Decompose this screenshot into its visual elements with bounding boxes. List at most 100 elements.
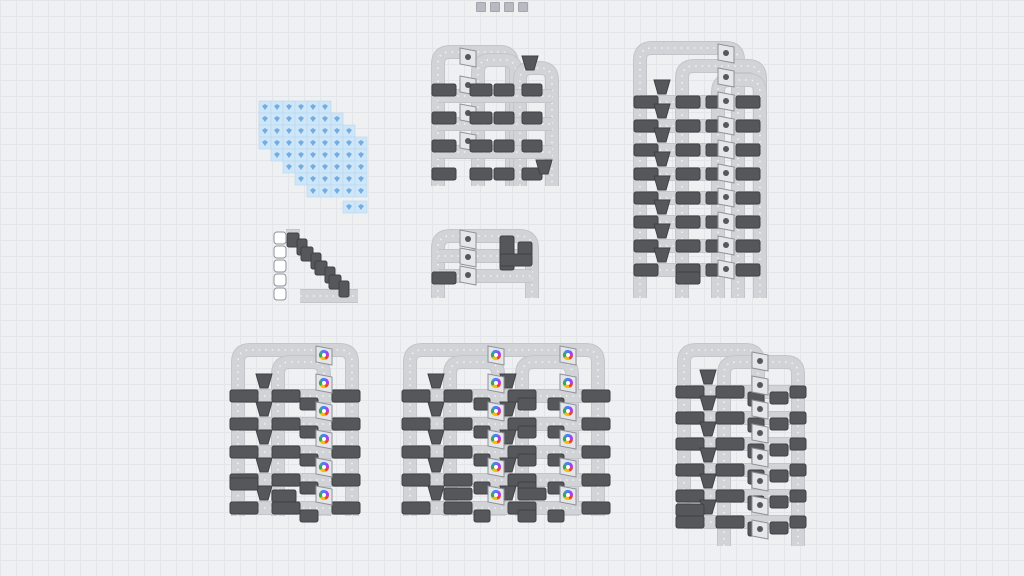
extractor-machine xyxy=(427,457,445,473)
gear-icon xyxy=(465,236,471,242)
machine-block xyxy=(675,119,701,133)
machine-block xyxy=(633,215,659,229)
machine-block xyxy=(769,469,789,483)
machine-block xyxy=(271,389,301,403)
color-wheel-center xyxy=(322,465,326,469)
machine-block xyxy=(469,111,493,125)
diamond-icon xyxy=(334,128,340,134)
splitter-node xyxy=(273,287,287,301)
machine-block xyxy=(331,389,361,403)
diamond-icon xyxy=(346,128,352,134)
extractor-machine xyxy=(427,429,445,445)
color-wheel-icon xyxy=(563,464,568,470)
color-wheel-icon xyxy=(491,464,496,470)
color-wheel-center xyxy=(494,465,498,469)
color-wheel-icon xyxy=(491,436,496,442)
machine-block xyxy=(789,437,807,451)
extractor-machine xyxy=(699,395,717,411)
machine-block xyxy=(789,489,807,503)
machine-block xyxy=(431,167,457,181)
diamond-icon xyxy=(310,116,316,122)
staircase-build[interactable] xyxy=(273,229,358,303)
color-wheel-center xyxy=(566,493,570,497)
diamond-icon xyxy=(298,164,304,170)
machine-block xyxy=(469,139,493,153)
machine-block xyxy=(401,473,431,487)
gear-icon xyxy=(757,358,763,364)
machine-block xyxy=(331,445,361,459)
machine-block xyxy=(581,445,611,459)
conveyor-belt-track xyxy=(717,79,761,298)
factory-module-bottom-right[interactable] xyxy=(675,343,807,546)
machine-block xyxy=(443,473,473,487)
diamond-icon xyxy=(298,116,304,122)
color-wheel-icon xyxy=(491,352,496,358)
factory-module-top-center[interactable] xyxy=(431,45,559,186)
machine-block xyxy=(443,389,473,403)
painter-module-left[interactable] xyxy=(229,343,361,523)
conveyor-belt-track xyxy=(723,361,799,546)
gear-icon xyxy=(723,122,729,128)
machine-block xyxy=(517,425,537,439)
gear-icon xyxy=(723,74,729,80)
extractor-machine xyxy=(255,401,273,417)
machine-block xyxy=(271,417,301,431)
color-wheel-icon xyxy=(563,380,568,386)
machine-block xyxy=(675,489,705,503)
color-wheel-icon xyxy=(319,352,324,358)
diamond-icon xyxy=(310,140,316,146)
gear-icon xyxy=(757,382,763,388)
machine-block xyxy=(789,515,807,529)
diamond-icon xyxy=(286,140,292,146)
tool-select-button[interactable] xyxy=(476,2,486,12)
machine-block xyxy=(271,501,301,515)
diamond-icon xyxy=(346,176,352,182)
tool-build-button[interactable] xyxy=(504,2,514,12)
diamond-icon xyxy=(322,152,328,158)
diamond-icon xyxy=(346,188,352,194)
diamond-icon xyxy=(322,116,328,122)
color-wheel-center xyxy=(494,437,498,441)
diamond-icon xyxy=(322,176,328,182)
painter-module-center[interactable] xyxy=(401,343,611,523)
diamond-icon xyxy=(334,116,340,122)
conveyor-belt xyxy=(444,356,504,516)
factory-module-top-right[interactable] xyxy=(633,41,767,298)
machine-block xyxy=(675,143,701,157)
machine-block xyxy=(443,501,473,515)
machine-block xyxy=(735,215,761,229)
color-wheel-icon xyxy=(319,436,324,442)
machine-block xyxy=(675,515,705,529)
machine-block xyxy=(735,239,761,253)
machine-block xyxy=(675,271,701,285)
machine-block xyxy=(769,391,789,405)
tool-delete-button[interactable] xyxy=(518,2,528,12)
diamond-icon xyxy=(298,104,304,110)
machine-block xyxy=(299,509,319,523)
machine-block xyxy=(675,215,701,229)
factory-module-middle[interactable] xyxy=(431,229,539,298)
machine-block xyxy=(299,481,319,495)
color-wheel-icon xyxy=(319,464,324,470)
machine-block xyxy=(581,389,611,403)
diamond-icon xyxy=(274,104,280,110)
machine-block xyxy=(675,167,701,181)
machine-block xyxy=(469,167,493,181)
color-wheel-icon xyxy=(319,492,324,498)
machine-block xyxy=(633,143,659,157)
extractor-machine xyxy=(521,55,539,71)
gear-icon xyxy=(723,146,729,152)
machine-block xyxy=(547,509,565,523)
tool-move-button[interactable] xyxy=(490,2,500,12)
machine-block xyxy=(517,509,537,523)
storage-area[interactable] xyxy=(258,100,368,214)
machine-block xyxy=(401,389,431,403)
conveyor-belt xyxy=(272,356,330,516)
machine-block xyxy=(401,417,431,431)
diamond-icon xyxy=(262,104,268,110)
extractor-machine xyxy=(653,175,671,191)
machine-block xyxy=(521,139,543,153)
machine-block xyxy=(581,417,611,431)
